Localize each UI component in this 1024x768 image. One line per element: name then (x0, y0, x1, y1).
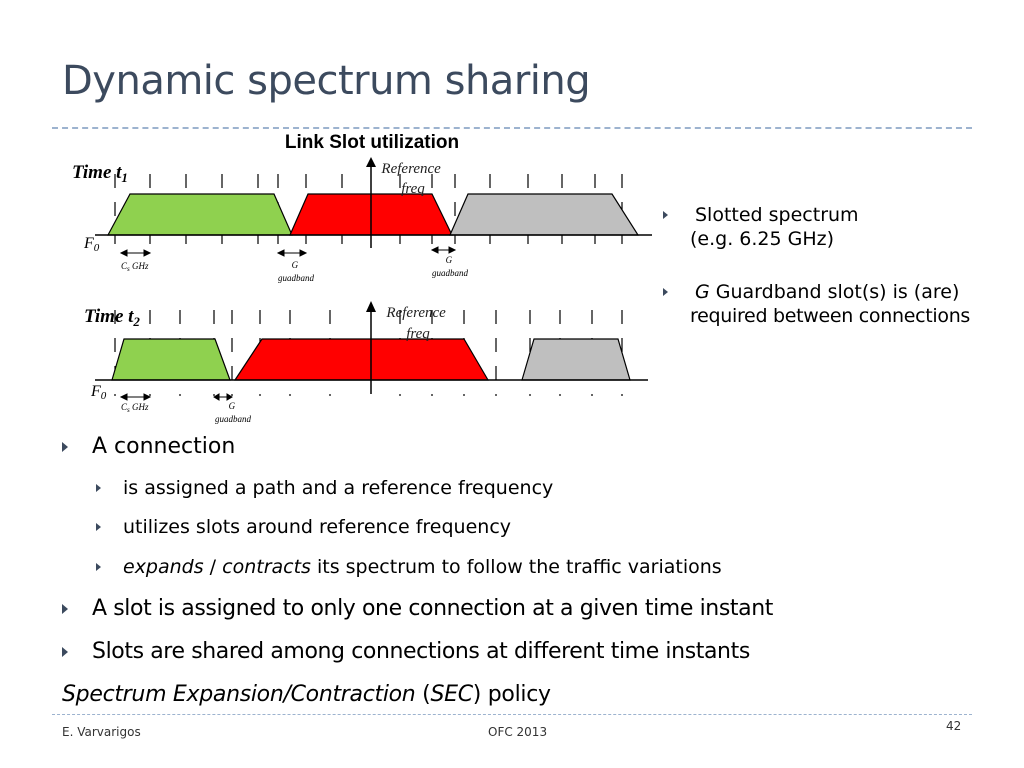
policy-line: Spectrum Expansion/Contraction (SEC) pol… (62, 682, 551, 707)
side-bullet-1-line2: (e.g. 6.25 GHz) (690, 228, 835, 250)
spectrum-diagram: Link Slot utilization Time t1 F0 Referen… (72, 132, 652, 424)
bullet-arrow-icon (96, 523, 101, 531)
f0-label-t1: F0 (83, 235, 100, 254)
guardband-label-t1b: G guadband (432, 255, 469, 278)
bullet-arrow-icon (96, 563, 101, 571)
sub-bullet-slots: utilizes slots around reference frequenc… (123, 516, 512, 538)
gray-connection-t1 (449, 193, 640, 236)
reference-freq-label-t1: Reference freq (380, 161, 444, 197)
bullet-slot-assigned: A slot is assigned to only one connectio… (92, 596, 773, 621)
bullet-arrow-icon (62, 604, 68, 614)
green-connection-t2 (111, 338, 231, 381)
reference-freq-arrowhead-t2 (366, 301, 376, 312)
gray-connection-t2 (521, 338, 631, 381)
cs-label-t2: Cs GHz (121, 402, 149, 414)
guardband-indicator-t2 (213, 393, 233, 401)
sub-bullet-path: is assigned a path and a reference frequ… (123, 477, 554, 499)
side-bullet-1: Slotted spectrum (695, 204, 859, 226)
page-number: 42 (946, 719, 962, 733)
guardband-indicator-t1b (430, 246, 457, 254)
slide-title: Dynamic spectrum sharing (62, 58, 591, 104)
footer-separator (52, 714, 972, 715)
guardband-label-t1a: G guadband (278, 260, 315, 283)
reference-freq-label-t2: Reference freq (385, 305, 449, 342)
time1-label: Time t1 (72, 162, 128, 185)
title-separator (52, 127, 972, 129)
footer-author: E. Varvarigos (62, 725, 141, 739)
bullet-arrow-icon (62, 442, 68, 452)
side-bullet-2-line2: required between connections (690, 305, 971, 327)
guardband-label-t2: G guadband (215, 401, 252, 424)
diagram-heading: Link Slot utilization (285, 132, 459, 153)
cs-label-t1: Cs GHz (121, 261, 149, 273)
side-bullet-2: G Guardband slot(s) is (are) (695, 281, 960, 303)
f0-label-t2: F0 (90, 383, 107, 402)
time2-label: Time t2 (84, 306, 140, 329)
slot-width-indicator-t2 (119, 393, 152, 401)
guardband-indicator-t1a (276, 249, 308, 257)
slot-width-indicator-t1 (119, 249, 152, 257)
bullet-slots-shared: Slots are shared among connections at di… (92, 639, 750, 664)
red-connection-t2 (233, 338, 490, 381)
bullet-arrow-icon (96, 484, 101, 492)
green-connection-t1 (106, 193, 293, 236)
bullet-arrow-icon (62, 647, 68, 657)
reference-freq-arrowhead-t1 (366, 157, 376, 167)
bullet-arrow-icon (663, 211, 668, 219)
bullet-a-connection: A connection (92, 434, 236, 459)
bullet-arrow-icon (663, 288, 668, 296)
sub-bullet-expands: expands / contracts its spectrum to foll… (123, 556, 722, 578)
footer-conference: OFC 2013 (488, 725, 548, 739)
